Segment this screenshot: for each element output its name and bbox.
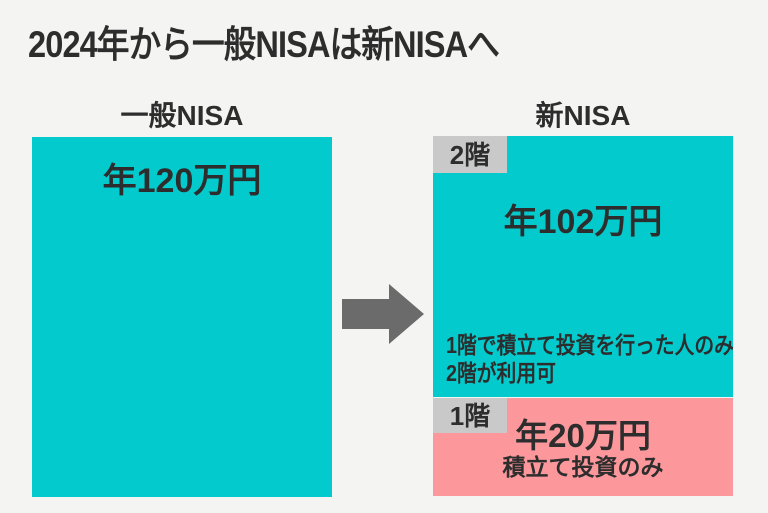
general-nisa-box: 年120万円 <box>32 137 332 497</box>
new-nisa-header: 新NISA <box>535 100 631 131</box>
new-nisa-tier2-box: 2階 年102万円 1階で積立て投資を行った人のみ 2階が利用可 <box>433 136 734 397</box>
page-title: 2024年から一般NISAは新NISAへ <box>28 24 500 65</box>
transition-arrow-icon <box>342 284 424 344</box>
tier1-badge: 1階 <box>433 398 507 433</box>
tier2-amount: 年102万円 <box>503 203 663 241</box>
tier2-condition-note: 1階で積立て投資を行った人のみ 2階が利用可 <box>446 331 734 387</box>
tier1-note: 積立て投資のみ <box>502 454 664 480</box>
new-nisa-tier1-box: 1階 年20万円 積立て投資のみ <box>433 398 733 496</box>
right-arrow-icon <box>342 284 424 344</box>
tier2-note-line1: 1階で積立て投資を行った人のみ <box>446 331 734 358</box>
tier2-note-line2: 2階が利用可 <box>446 359 556 386</box>
tier2-badge: 2階 <box>433 136 507 173</box>
tier1-amount: 年20万円 <box>515 417 651 454</box>
general-nisa-header: 一般NISA <box>120 100 244 131</box>
general-nisa-amount: 年120万円 <box>102 162 262 200</box>
